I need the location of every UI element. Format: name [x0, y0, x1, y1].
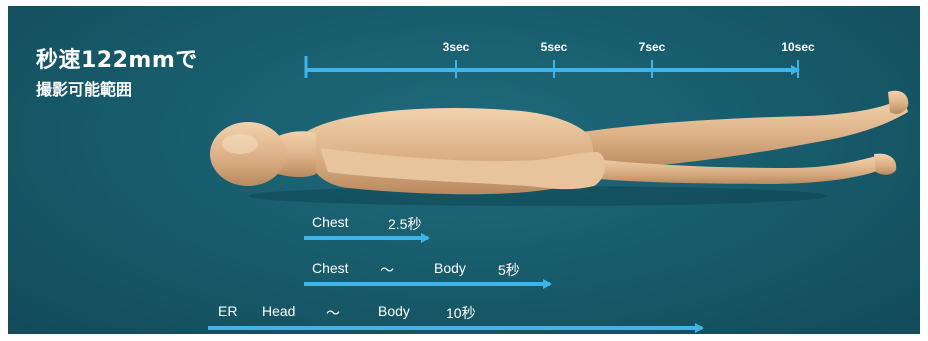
range2-end: Body — [434, 260, 466, 276]
range3-separator: ～ — [326, 303, 340, 323]
range2-separator: ～ — [380, 260, 394, 280]
range2-time: 5秒 — [498, 260, 520, 280]
diagram-graphics — [8, 6, 920, 334]
range3-prefix: ER — [218, 303, 237, 319]
range3-end: Body — [378, 303, 410, 319]
range1-region: Chest — [312, 214, 349, 230]
scan-range-panel: 秒速122mmで 撮影可能範囲 — [8, 6, 920, 334]
timeline-arrow — [306, 56, 798, 78]
tick-label-3sec: 3sec — [443, 40, 470, 54]
range1-time: 2.5秒 — [388, 214, 421, 234]
tick-label-7sec: 7sec — [639, 40, 666, 54]
human-body-illustration — [210, 91, 908, 206]
tick-label-10sec: 10sec — [781, 40, 814, 54]
tick-label-5sec: 5sec — [541, 40, 568, 54]
range2-start: Chest — [312, 260, 349, 276]
range3-time: 10秒 — [446, 303, 476, 323]
range3-start: Head — [262, 303, 295, 319]
